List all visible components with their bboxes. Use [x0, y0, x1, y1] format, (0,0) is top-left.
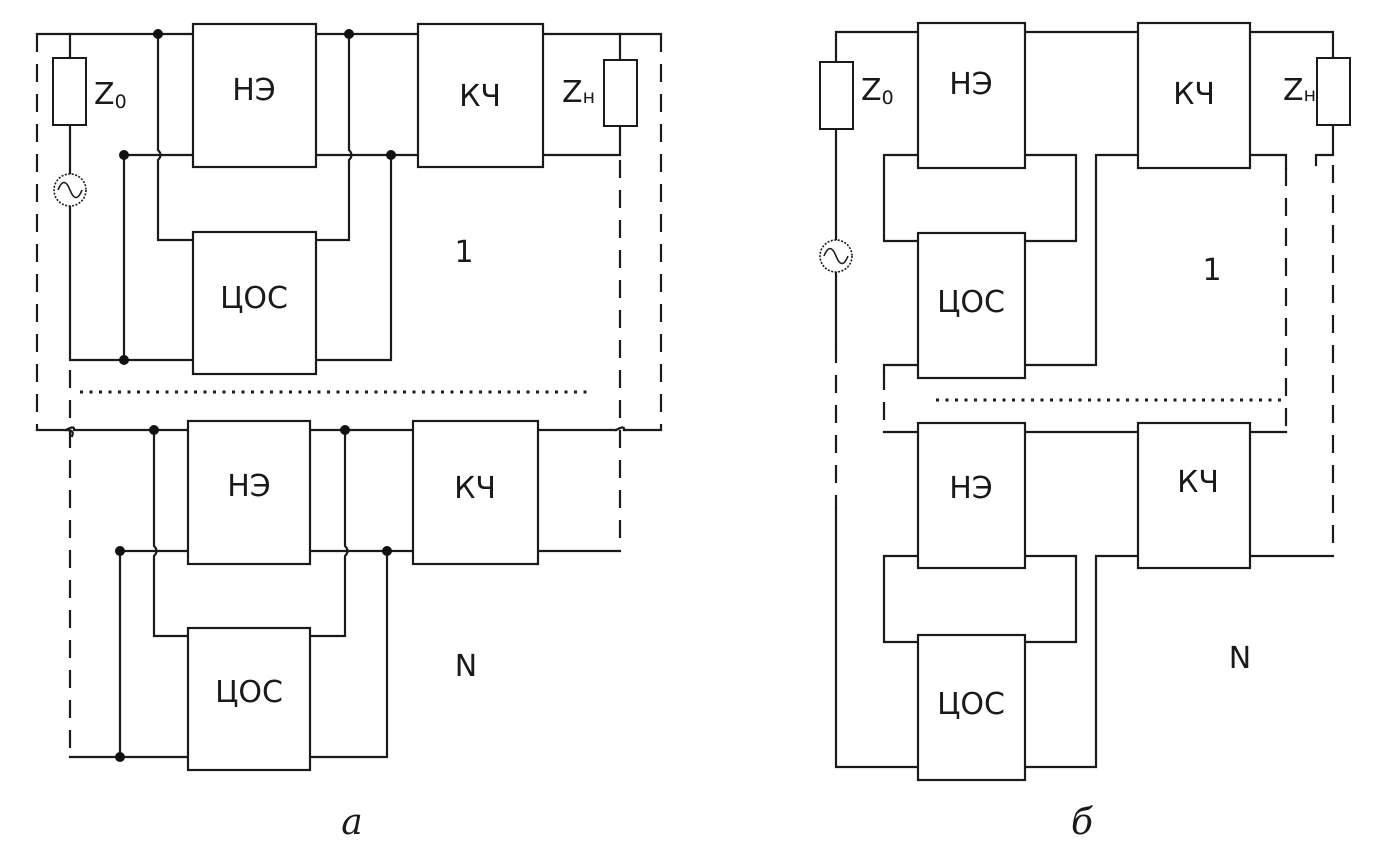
stage-n-frequency-corrector-block — [411, 419, 540, 566]
stage-n-nonlinear-label: НЭ — [949, 471, 993, 506]
feedback-link — [314, 153, 393, 362]
stage-n-nonlinear-block — [186, 419, 312, 566]
stage-1-out-wire — [1248, 153, 1288, 170]
stage-n-feedback-block — [916, 633, 1027, 782]
load-wire — [541, 32, 622, 157]
junction-node — [119, 150, 129, 160]
hop-crossing — [156, 32, 195, 242]
stage-1-frequency-corrector-block — [1136, 21, 1252, 170]
junction-node — [382, 546, 392, 556]
z0-resistor — [819, 61, 854, 130]
top-rail — [1023, 30, 1335, 60]
junction-node — [119, 355, 129, 365]
stage-n-feedback-label: ЦОС — [937, 687, 1005, 722]
panel-b: Z0 Zн НЭ КЧ ЦОС 1 НЭ КЧ ЦОС — [819, 21, 1351, 843]
stage-n-nonlinear-label: НЭ — [227, 469, 271, 504]
junction-node — [153, 29, 163, 39]
stage-1-frequency-corrector-label: КЧ — [1173, 77, 1215, 112]
stage-n-frequency-corrector-label: КЧ — [1177, 465, 1219, 500]
stage-1-return-stub — [882, 363, 920, 374]
zh-label: Zн — [1283, 73, 1316, 108]
hop-crossing — [152, 428, 190, 638]
stage-1-feedback-block — [916, 231, 1027, 380]
panel-caption: а — [341, 802, 362, 843]
stage-n-feedback-block — [186, 626, 312, 772]
junction-node — [344, 29, 354, 39]
feedback-link — [308, 549, 389, 759]
stage-1-nonlinear-block — [191, 22, 318, 169]
stage-index-label: 1 — [454, 235, 473, 270]
hop-crossing — [64, 426, 626, 432]
return-wire — [834, 506, 920, 769]
stage-n-top-rail — [35, 428, 663, 438]
stage-n-link — [1023, 554, 1140, 769]
stage-1-feedback-label: ЦОС — [937, 285, 1005, 320]
panel-caption: б — [1071, 802, 1094, 843]
zh-resistor — [1316, 57, 1351, 126]
stage-1-frequency-corrector-label: КЧ — [459, 79, 501, 114]
stage-n-frequency-corrector-block — [1136, 421, 1252, 570]
stage-n-feedback-label: ЦОС — [215, 675, 283, 710]
zh-resistor — [603, 59, 638, 127]
stage-1-nonlinear-label: НЭ — [949, 67, 993, 102]
feedback-loop — [882, 153, 1078, 243]
stage-1-nonlinear-label: НЭ — [232, 73, 276, 108]
junction-node — [386, 150, 396, 160]
stage-index-label: N — [1229, 641, 1251, 676]
source-branch-wire — [834, 30, 920, 347]
stage-1-feedback-label: ЦОС — [220, 281, 288, 316]
source-branch-wire — [68, 32, 195, 362]
feedback-loop — [882, 554, 1078, 644]
stage-n-nonlinear-block — [916, 421, 1027, 570]
stage-index-label: N — [455, 649, 477, 684]
junction-node — [149, 425, 159, 435]
hop-crossing — [308, 428, 349, 638]
stage-1-link — [1023, 153, 1140, 367]
junction-node — [115, 752, 125, 762]
stage-1-frequency-corrector-block — [416, 22, 545, 169]
zh-label: Zн — [562, 75, 595, 110]
stage-1-nonlinear-block — [916, 21, 1027, 170]
hop-crossing — [314, 32, 353, 242]
z0-resistor — [52, 57, 87, 126]
stage-1-feedback-block — [191, 230, 318, 376]
junction-node — [115, 546, 125, 556]
stage-index-label: 1 — [1202, 253, 1221, 288]
z0-label: Z0 — [861, 73, 894, 109]
junction-node — [340, 425, 350, 435]
panel-a: Z0 Zн НЭ КЧ ЦОС 1 — [35, 22, 663, 843]
z0-label: Z0 — [94, 77, 127, 113]
load-wire — [1314, 123, 1335, 167]
ac-source-icon — [819, 239, 853, 273]
stage-n-frequency-corrector-label: КЧ — [454, 471, 496, 506]
ac-source-icon — [53, 173, 87, 207]
